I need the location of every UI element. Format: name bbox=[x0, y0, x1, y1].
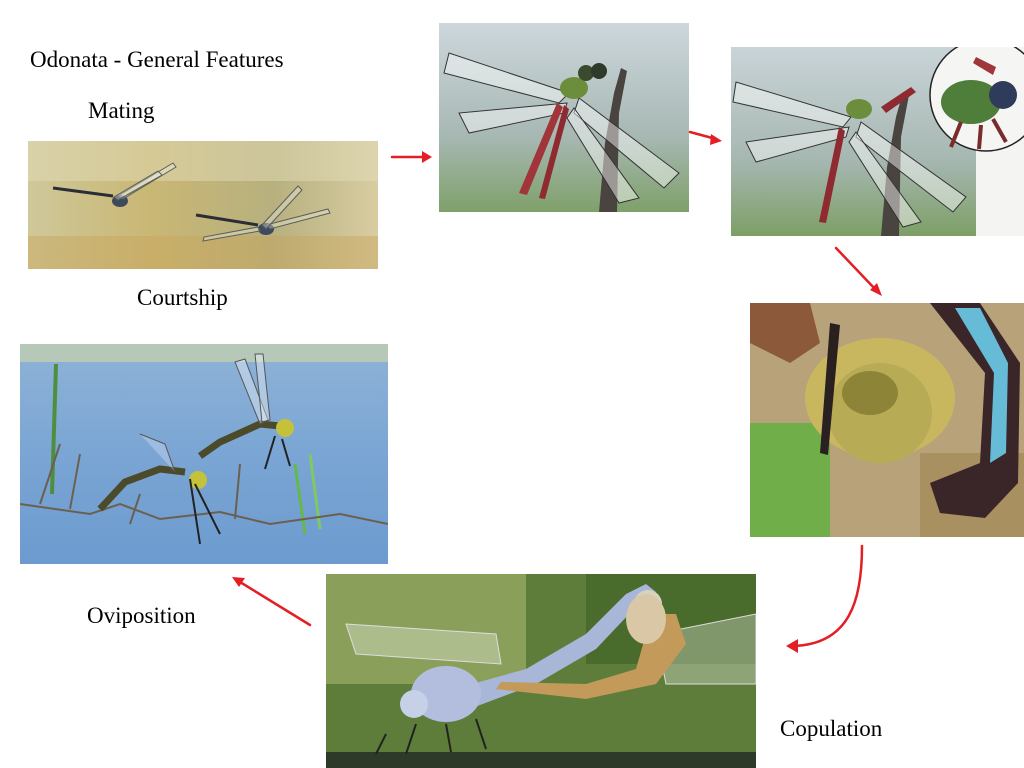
copulation-photo bbox=[326, 574, 756, 768]
dragonfly-illustration-1 bbox=[439, 23, 689, 212]
dragonfly-illustration-2 bbox=[731, 47, 1024, 236]
arrow-copulation-to-oviposition bbox=[238, 580, 312, 627]
caption-copulation: Copulation bbox=[780, 716, 883, 741]
arrow-inset-to-closeup bbox=[834, 246, 878, 292]
slide-title: Odonata - General Features bbox=[30, 47, 284, 72]
oviposition-photo bbox=[20, 344, 388, 564]
arrow-illustration-to-inset bbox=[688, 130, 718, 141]
slide-subtitle: Mating bbox=[88, 98, 155, 123]
caption-courtship: Courtship bbox=[137, 285, 228, 310]
caption-oviposition: Oviposition bbox=[87, 603, 196, 628]
arrow-closeup-to-copulation bbox=[790, 544, 864, 648]
tandem-closeup-photo bbox=[750, 303, 1024, 537]
courtship-photo bbox=[28, 141, 378, 269]
